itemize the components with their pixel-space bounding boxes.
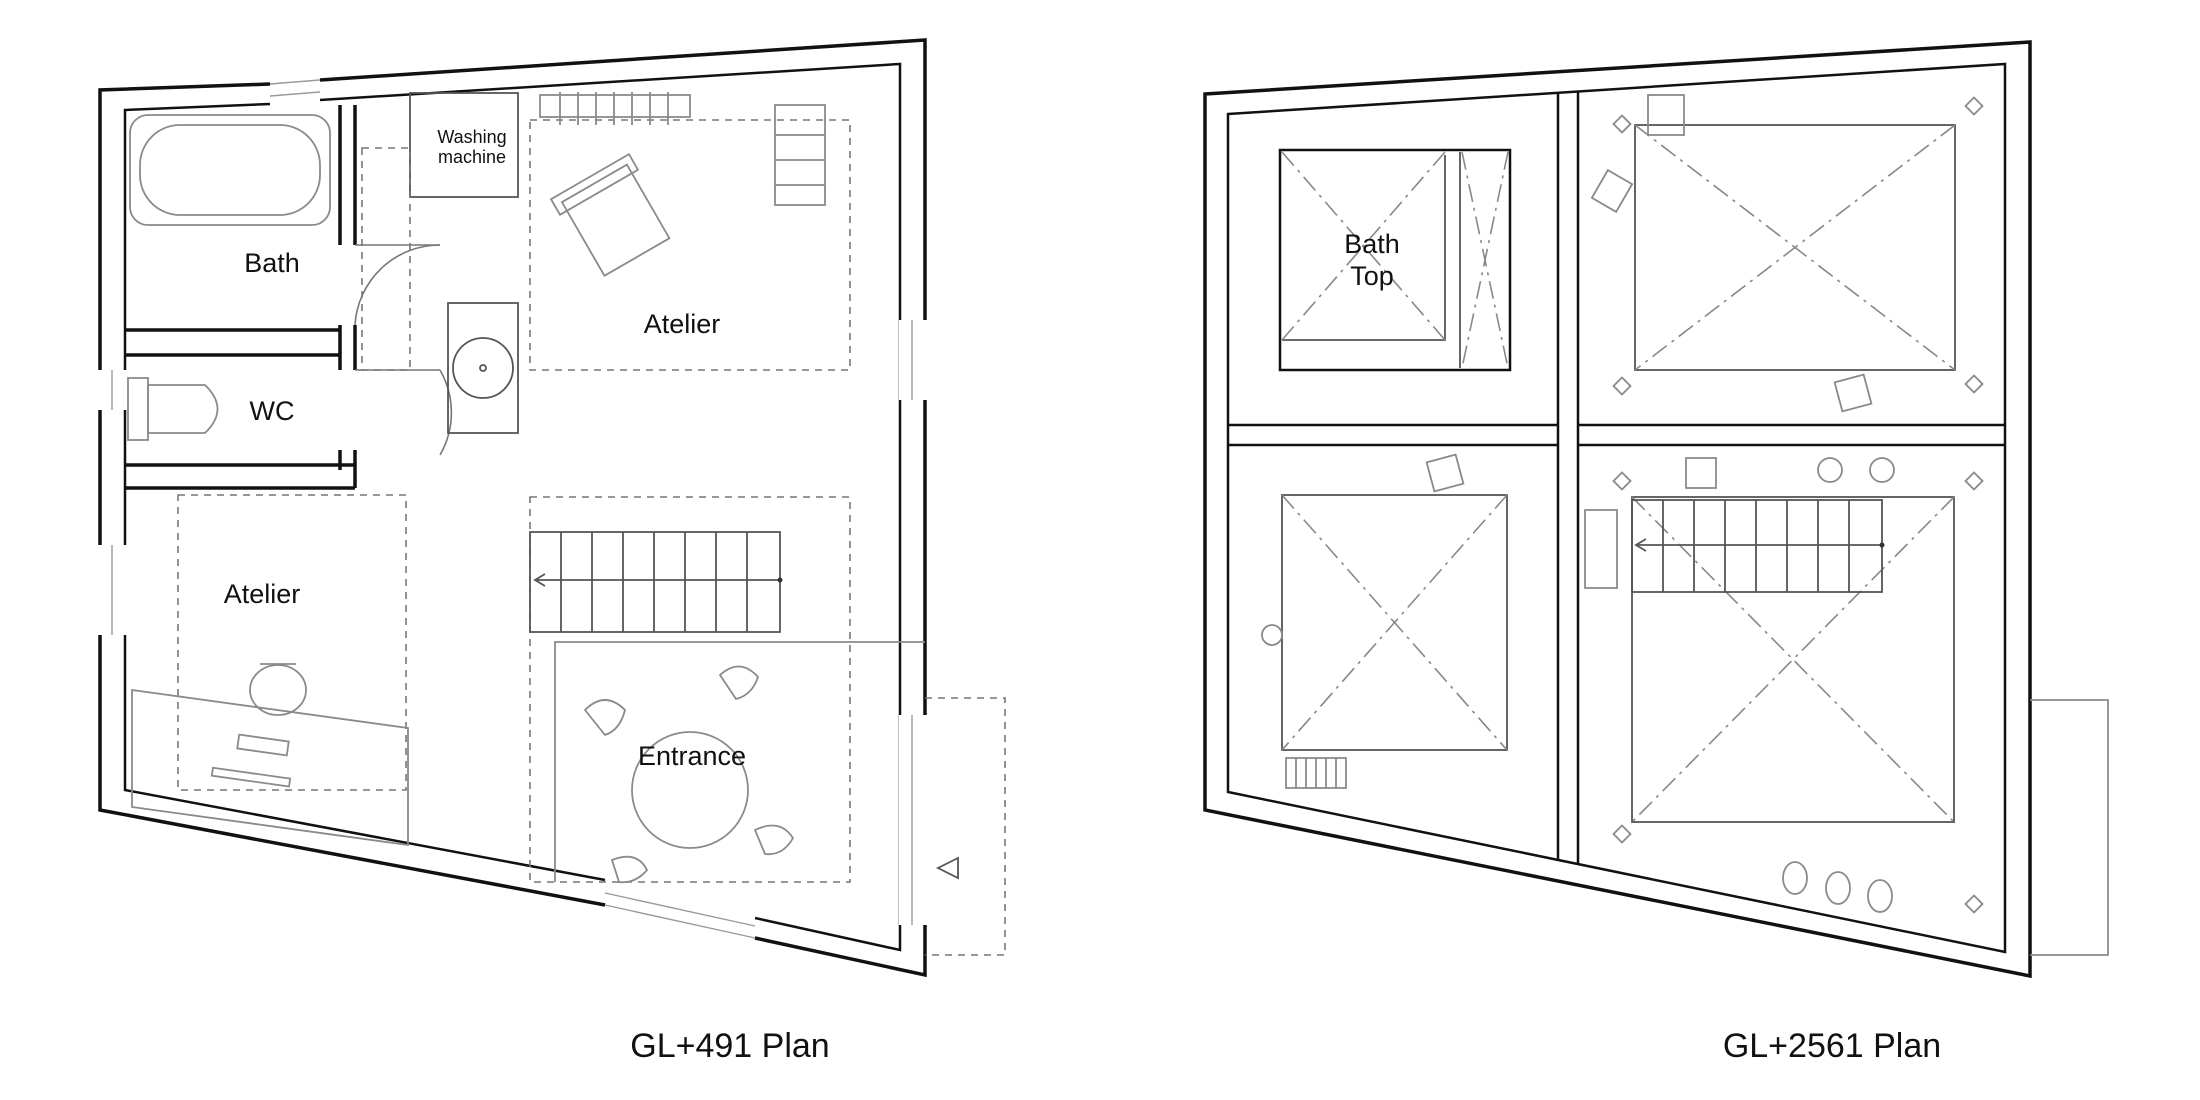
void-opening [1281, 494, 1508, 751]
stair [1631, 499, 1883, 593]
room-label-bath-top-line2: Top [1350, 261, 1394, 291]
stair-void [1631, 496, 1955, 823]
corridor-outline [361, 147, 411, 371]
outer-wall [98, 82, 606, 907]
atelier-lower-outline [177, 494, 407, 791]
sink-basin [452, 337, 514, 399]
cushion [1647, 94, 1685, 136]
toilet-bowl [147, 384, 219, 434]
plan-gl2561: Bath Top GL+2561 Plan [1203, 40, 2109, 1065]
room-label-atelier-lower: Atelier [224, 579, 301, 609]
cushion [1584, 509, 1618, 589]
room-label-bath: Bath [244, 248, 300, 278]
chair [610, 855, 649, 884]
outer-wall [1203, 40, 2032, 979]
chair [583, 699, 626, 737]
room-label-washing-machine-line2: machine [438, 147, 506, 167]
plan-caption-gl491: GL+491 Plan [630, 1027, 829, 1065]
inner-wall-line [1226, 62, 2007, 954]
sink-drain [479, 364, 487, 372]
atelier-upper-outline [529, 119, 851, 371]
room-label-bath-top-line1: Bath [1344, 229, 1400, 259]
slipper [1867, 879, 1893, 913]
chair [718, 665, 760, 701]
ladder [774, 104, 826, 206]
bathtub [129, 114, 331, 226]
round-table [631, 731, 749, 849]
desk-tray [210, 766, 292, 788]
armchair [560, 163, 671, 277]
inner-wall-line [319, 62, 902, 952]
entrance-floor [554, 641, 925, 882]
bath-door-swing [354, 244, 441, 326]
room-label-washing-machine-line1: Washing [437, 127, 506, 147]
entrance-step-outline [2030, 699, 2109, 956]
stair [529, 531, 781, 633]
cushion [1685, 457, 1717, 489]
window [604, 892, 756, 927]
stair-opening-outline [529, 496, 851, 883]
keyboard [236, 733, 290, 757]
flower [1817, 457, 1843, 483]
room-label-entrance: Entrance [638, 741, 746, 771]
stool [249, 664, 307, 716]
sink-counter [447, 302, 519, 434]
cushion [1425, 453, 1465, 493]
plan-caption-gl2561: GL+2561 Plan [1723, 1027, 1941, 1065]
armchair-arm [549, 152, 640, 217]
chair [753, 824, 795, 856]
desk [131, 688, 409, 847]
cushion [1833, 373, 1873, 413]
plant [1261, 624, 1283, 646]
wc-door-swing [439, 369, 453, 456]
bathtub-inner [139, 124, 321, 216]
plan-gl491: Bath WC Washing machine Atelier Atelier … [98, 38, 1006, 1065]
washing-machine [409, 92, 519, 198]
room-label-wc: WC [250, 396, 295, 426]
cushion [1590, 168, 1634, 214]
entry-arrow [935, 856, 959, 880]
outer-wall [319, 38, 927, 978]
toilet-tank [127, 377, 149, 441]
entrance-step-outline [925, 697, 1006, 956]
room-label-atelier-upper: Atelier [644, 309, 721, 339]
slipper [1782, 861, 1808, 895]
void-opening [1634, 124, 1956, 371]
flower [1869, 457, 1895, 483]
clothes-rack [539, 94, 691, 118]
slipper [1825, 871, 1851, 905]
window [269, 79, 321, 85]
bath-top-opening [1278, 148, 1512, 372]
inner-wall-line [123, 102, 606, 882]
window [604, 904, 756, 939]
window [269, 91, 321, 97]
